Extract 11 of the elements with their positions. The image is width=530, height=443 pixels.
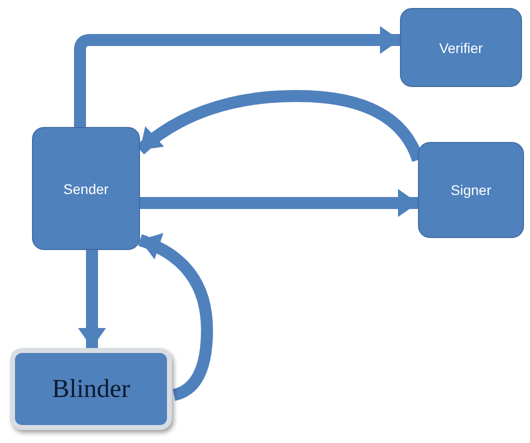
- box-label: Sender: [63, 180, 109, 196]
- arrow: [78, 250, 106, 348]
- process-box: [32, 127, 140, 250]
- box-label: Blinder: [52, 374, 130, 404]
- process-box: [10, 348, 172, 430]
- process-box: [400, 8, 522, 87]
- arrow: [74, 26, 400, 127]
- box-label: Signer: [450, 182, 492, 198]
- arrow: [140, 189, 418, 217]
- box-label: Verifier: [439, 40, 483, 56]
- process-box: [418, 142, 524, 238]
